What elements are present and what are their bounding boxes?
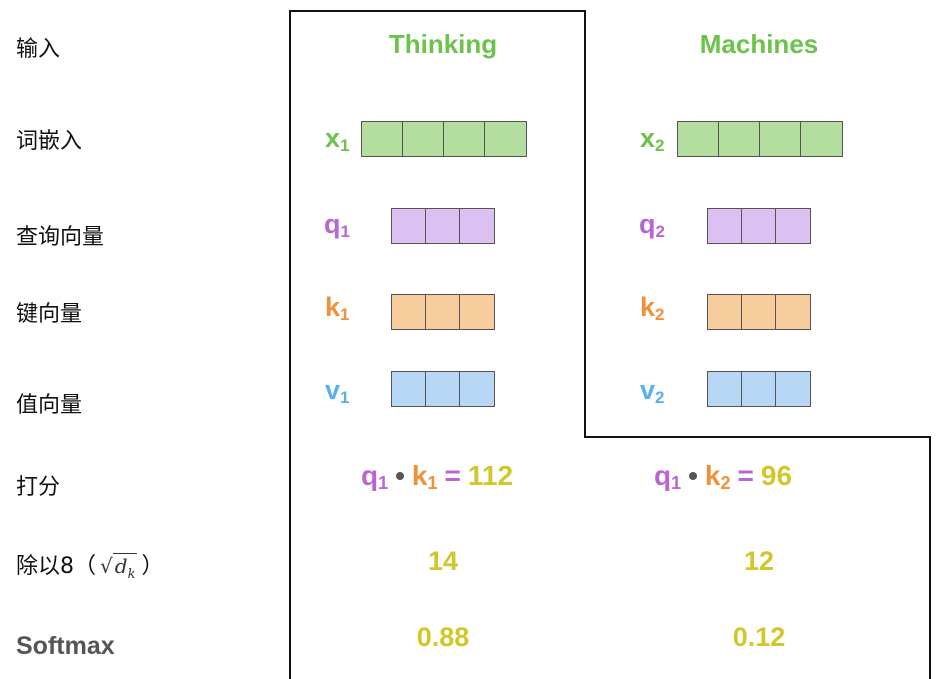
divided-machines: 12 xyxy=(743,546,775,576)
symbol-v1: v1 xyxy=(325,375,350,407)
vector-cell xyxy=(460,295,494,329)
score-thinking: q1•k1=112 xyxy=(360,460,514,493)
vector-cell xyxy=(460,372,494,406)
vector-cell xyxy=(362,122,403,156)
label-embedding: 词嵌入 xyxy=(16,129,83,154)
symbol-x2: x2 xyxy=(640,123,665,155)
symbol-x1: x1 xyxy=(325,123,350,155)
vector-cell xyxy=(742,209,776,243)
score-machines: q1•k2=96 xyxy=(653,460,793,493)
softmax-thinking: 0.88 xyxy=(416,622,470,652)
softmax-machines: 0.12 xyxy=(732,622,786,652)
divide-prefix: 除以8（ xyxy=(16,554,96,579)
label-value: 值向量 xyxy=(16,393,83,418)
vector-cell xyxy=(392,209,426,243)
vector-cell xyxy=(708,372,742,406)
vector-cell xyxy=(403,122,444,156)
vector-cell xyxy=(678,122,719,156)
vector-cell xyxy=(760,122,801,156)
label-softmax: Softmax xyxy=(16,632,115,660)
vector-cell xyxy=(776,372,810,406)
vector-cell xyxy=(426,209,460,243)
vector-v1 xyxy=(391,371,495,407)
label-query: 查询向量 xyxy=(16,225,105,250)
vector-cell xyxy=(392,295,426,329)
vector-cell xyxy=(776,209,810,243)
vector-cell xyxy=(742,295,776,329)
vector-cell xyxy=(708,209,742,243)
vector-k2 xyxy=(707,294,811,330)
symbol-v2: v2 xyxy=(640,375,665,407)
label-score: 打分 xyxy=(16,475,61,500)
divided-thinking: 14 xyxy=(427,546,459,576)
vector-v2 xyxy=(707,371,811,407)
vector-x1 xyxy=(361,121,527,157)
vector-cell xyxy=(485,122,526,156)
vector-q1 xyxy=(391,208,495,244)
symbol-k1: k1 xyxy=(325,292,350,324)
label-key: 键向量 xyxy=(16,302,83,327)
symbol-q1: q1 xyxy=(324,209,350,241)
vector-cell xyxy=(444,122,485,156)
vector-cell xyxy=(776,295,810,329)
divide-suffix: ） xyxy=(141,554,164,579)
vector-cell xyxy=(719,122,760,156)
label-divide: 除以8（√dk） xyxy=(16,548,163,582)
word-machines: Machines xyxy=(699,29,819,59)
vector-cell xyxy=(426,372,460,406)
vector-cell xyxy=(742,372,776,406)
vector-q2 xyxy=(707,208,811,244)
vector-k1 xyxy=(391,294,495,330)
vector-x2 xyxy=(677,121,843,157)
symbol-q2: q2 xyxy=(639,209,665,241)
vector-cell xyxy=(801,122,842,156)
word-thinking: Thinking xyxy=(388,29,498,59)
vector-cell xyxy=(708,295,742,329)
vector-cell xyxy=(392,372,426,406)
vector-cell xyxy=(460,209,494,243)
sqrt-dk: √dk xyxy=(100,553,138,582)
symbol-k2: k2 xyxy=(640,292,665,324)
vector-cell xyxy=(426,295,460,329)
label-input: 输入 xyxy=(16,37,61,62)
